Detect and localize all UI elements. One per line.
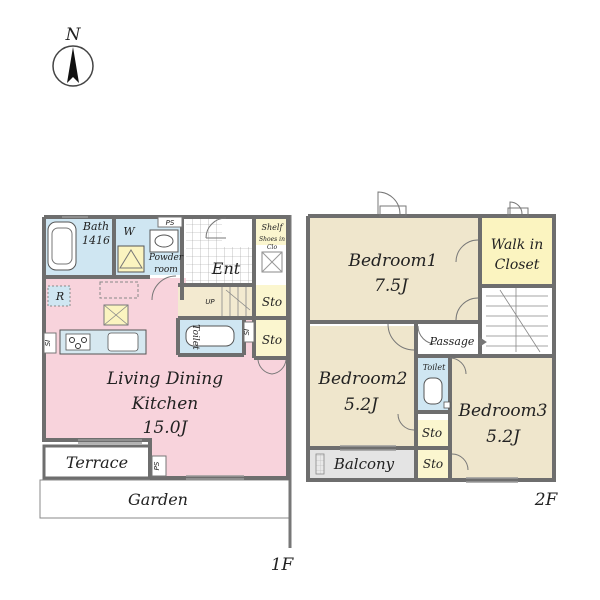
- bedroom2-name: Bedroom2: [318, 369, 408, 389]
- balcony-label: Balcony: [333, 455, 395, 473]
- ldk-label-1: Living Dining: [106, 369, 223, 389]
- storage2b-floor: [418, 450, 448, 478]
- garden-label: Garden: [128, 490, 188, 509]
- ldk-label-2: Kitchen: [131, 394, 198, 414]
- bedroom3-name: Bedroom3: [458, 401, 548, 421]
- shelf-label: Shelf: [262, 223, 285, 232]
- shoes-closet-label-1: Shoes in: [259, 236, 285, 243]
- bathtub-icon: [47, 221, 77, 271]
- bedroom1-name: Bedroom1: [348, 251, 438, 271]
- bedroom2-floor: [310, 326, 414, 448]
- toilet-icon: [185, 325, 235, 347]
- floor-1-plan: Bath 1416 W Powder room PS Ent Shelf Sho…: [39, 215, 295, 575]
- powder-room-label-2: room: [154, 265, 178, 275]
- ldk-size: 15.0J: [143, 418, 189, 438]
- floor-2-plan: Bedroom1 7.5J Walk in Closet Passage Toi…: [306, 191, 559, 510]
- floor1-door-swings: [151, 217, 287, 375]
- walk-in-closet-label-2: Closet: [495, 257, 540, 273]
- floor2-stairs-lines: [486, 288, 548, 353]
- entrance-corner: [222, 217, 252, 247]
- entrance-label: Ent: [211, 259, 241, 278]
- stairs-area-floor: [482, 284, 552, 356]
- passage-floor: [416, 326, 482, 356]
- ps-top-label: PS: [166, 219, 175, 227]
- storage2b-label: Sto: [423, 457, 443, 471]
- stairs-up-label: UP: [205, 298, 215, 306]
- refrigerator-space: [47, 285, 71, 307]
- refrigerator-label: R: [55, 290, 64, 303]
- toilet2-icon: [423, 377, 443, 405]
- bedroom3-floor: [452, 356, 552, 478]
- ldk-floor-ext: [150, 440, 288, 476]
- floor2-windows: [340, 445, 518, 483]
- entrance-tile-a: [186, 217, 222, 247]
- floor-2-label: 2F: [534, 490, 559, 510]
- stove-icon: [65, 333, 91, 351]
- north-arrow-icon: [67, 47, 79, 83]
- storage2a-label: Sto: [422, 426, 442, 440]
- storage-a-floor: [256, 285, 288, 317]
- floor-1-label: 1F: [271, 555, 295, 575]
- powder-room-label-1: Powder: [148, 253, 184, 263]
- si-mid-label: SI: [243, 329, 251, 336]
- storage-b-floor: [256, 320, 288, 356]
- si-left-label: SI: [44, 340, 52, 347]
- terrace-label: Terrace: [66, 453, 128, 472]
- bath-name: Bath: [82, 220, 109, 233]
- north-compass: N: [52, 25, 94, 87]
- ps-bottom-box: [151, 455, 167, 477]
- balcony-drain: [315, 453, 325, 475]
- storage2a-floor: [418, 420, 448, 446]
- bath-size: 1416: [82, 234, 110, 247]
- ps-top-box: [157, 216, 183, 228]
- sink-icon: [107, 332, 139, 352]
- stairs-lines: [221, 287, 251, 316]
- storage-b-label: Sto: [262, 333, 282, 347]
- passage-label: Passage: [429, 335, 475, 348]
- floor2-walls: [306, 214, 556, 482]
- toilet-label: Toilet: [190, 324, 200, 350]
- bedroom1-floor: [310, 218, 478, 320]
- entrance-tile-b: [186, 247, 252, 283]
- range-hood-outline: [99, 281, 139, 299]
- bedroom1-size: 7.5J: [374, 276, 409, 296]
- stair-floor: [178, 285, 254, 317]
- bedroom2-size: 5.2J: [344, 395, 379, 415]
- ps-bottom-label: PS: [153, 461, 161, 470]
- floor1-windows: [62, 216, 244, 480]
- si-mid-box: [243, 321, 255, 343]
- garden-area: [39, 479, 291, 519]
- toilet2-label: Toilet: [423, 363, 446, 372]
- walk-in-closet-label-1: Walk in: [491, 237, 543, 253]
- washer-label: W: [123, 225, 136, 238]
- bedroom3-size: 5.2J: [486, 427, 521, 447]
- shoes-closet-label-2: Clo: [267, 244, 278, 251]
- wash-basin-icon: [149, 229, 179, 253]
- compass-letter: N: [65, 25, 82, 45]
- storage-a-label: Sto: [262, 295, 282, 309]
- walk-in-closet-floor: [482, 218, 552, 284]
- si-left-box: [43, 332, 57, 354]
- shoe-closet-floor: [256, 217, 288, 245]
- balcony-floor: [310, 450, 414, 478]
- floor2-door-swings: [377, 191, 529, 471]
